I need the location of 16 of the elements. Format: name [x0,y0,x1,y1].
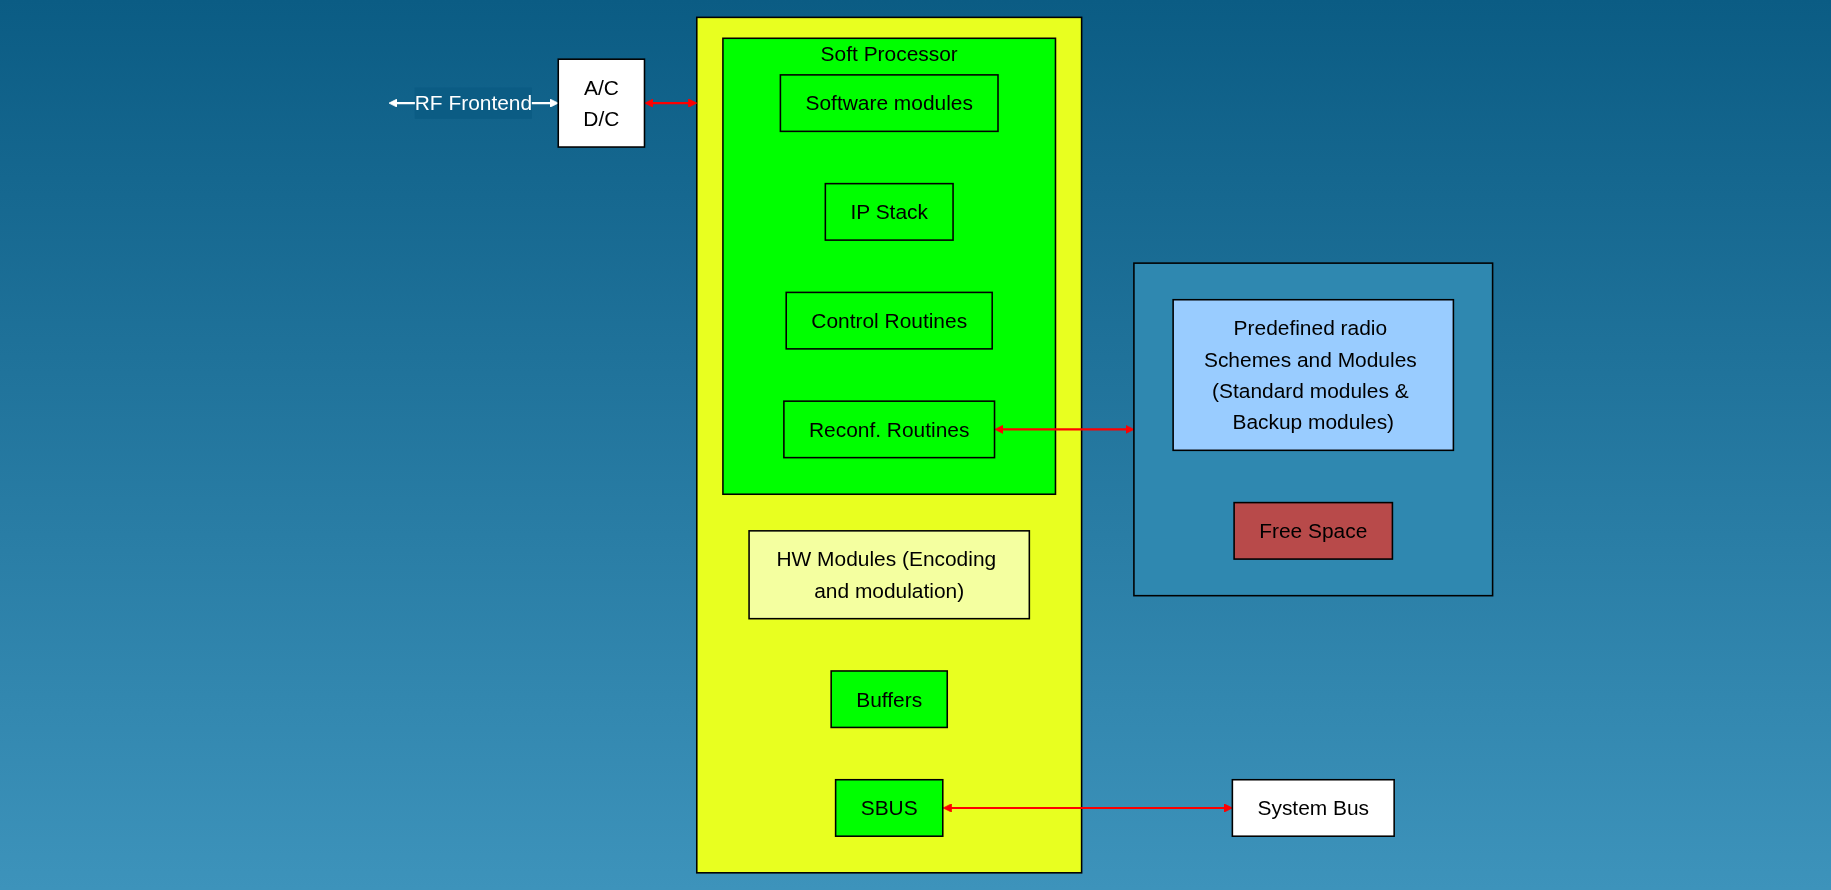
arrow [942,803,1233,813]
node-box: Reconf. Routines [783,400,996,459]
cluster [1133,262,1494,597]
node-box: Predefined radio Schemes and Modules (Standard modules & Backup modules) [1172,298,1455,451]
node-box: Free Space [1233,501,1394,560]
cluster [696,16,1083,874]
arrow [644,98,698,108]
node-box: A/C D/C [557,58,646,148]
node-box: Buffers [830,670,949,729]
edge-label: RF Frontend [414,91,533,115]
node-box: Software modules [779,74,999,133]
node-box: System Bus [1231,778,1395,837]
node-box: SBUS [834,778,944,837]
node-box: IP Stack [824,182,954,241]
node-box: Control Routines [785,291,993,350]
node-box: HW Modules (Encoding and modulation) [748,529,1031,620]
